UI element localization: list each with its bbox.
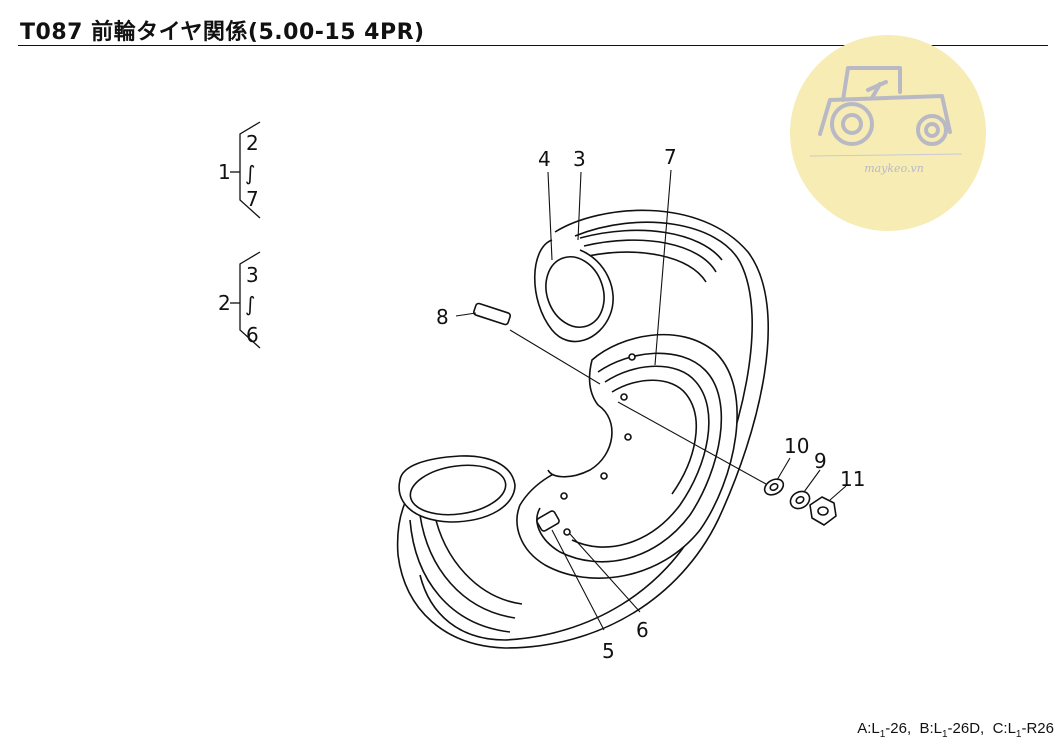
model-b-prefix: B:L <box>919 720 942 737</box>
group-range-2: ∫ <box>245 292 255 316</box>
model-b-suffix: -26D, <box>947 720 985 737</box>
title-divider <box>18 45 1048 46</box>
model-c-sub: 1 <box>1015 729 1022 740</box>
tire <box>396 209 837 649</box>
model-c-suffix: -R26 <box>1021 720 1054 737</box>
callout-11: 11 <box>840 467 865 491</box>
group-label-2: 2 <box>218 291 231 315</box>
callout-4: 4 <box>538 147 551 171</box>
callout-7: 7 <box>664 145 677 169</box>
callout-3: 3 <box>573 147 586 171</box>
callout-5: 5 <box>602 639 615 663</box>
group-label-1: 1 <box>218 160 231 184</box>
model-a-prefix: A:L <box>857 720 880 737</box>
model-a-sub: 1 <box>879 729 886 740</box>
watermark-text: maykeo.vn <box>864 162 924 175</box>
group-first-1: 2 <box>246 131 259 155</box>
model-applicability-note: A:L1-26, B:L1-26D, C:L1-R26 <box>857 720 1054 740</box>
model-c-prefix: C:L <box>992 720 1016 737</box>
leader-lines <box>455 169 847 631</box>
tractor-icon <box>818 66 952 146</box>
model-b-sub: 1 <box>941 729 948 740</box>
callout-9: 9 <box>814 449 827 473</box>
model-a-suffix: -26, <box>885 720 912 737</box>
watermark-logo: maykeo.vn <box>790 35 986 231</box>
group-last-1: 7 <box>246 187 259 211</box>
group-last-2: 6 <box>246 323 259 347</box>
group-range-1: ∫ <box>245 161 255 185</box>
group-first-2: 3 <box>246 263 259 287</box>
page-title: T087 前輪タイヤ関係(5.00-15 4PR) <box>20 20 425 45</box>
callout-10: 10 <box>784 434 809 458</box>
group-bracket-1 <box>230 121 261 349</box>
callout-6: 6 <box>636 618 649 642</box>
callout-8: 8 <box>436 305 449 329</box>
